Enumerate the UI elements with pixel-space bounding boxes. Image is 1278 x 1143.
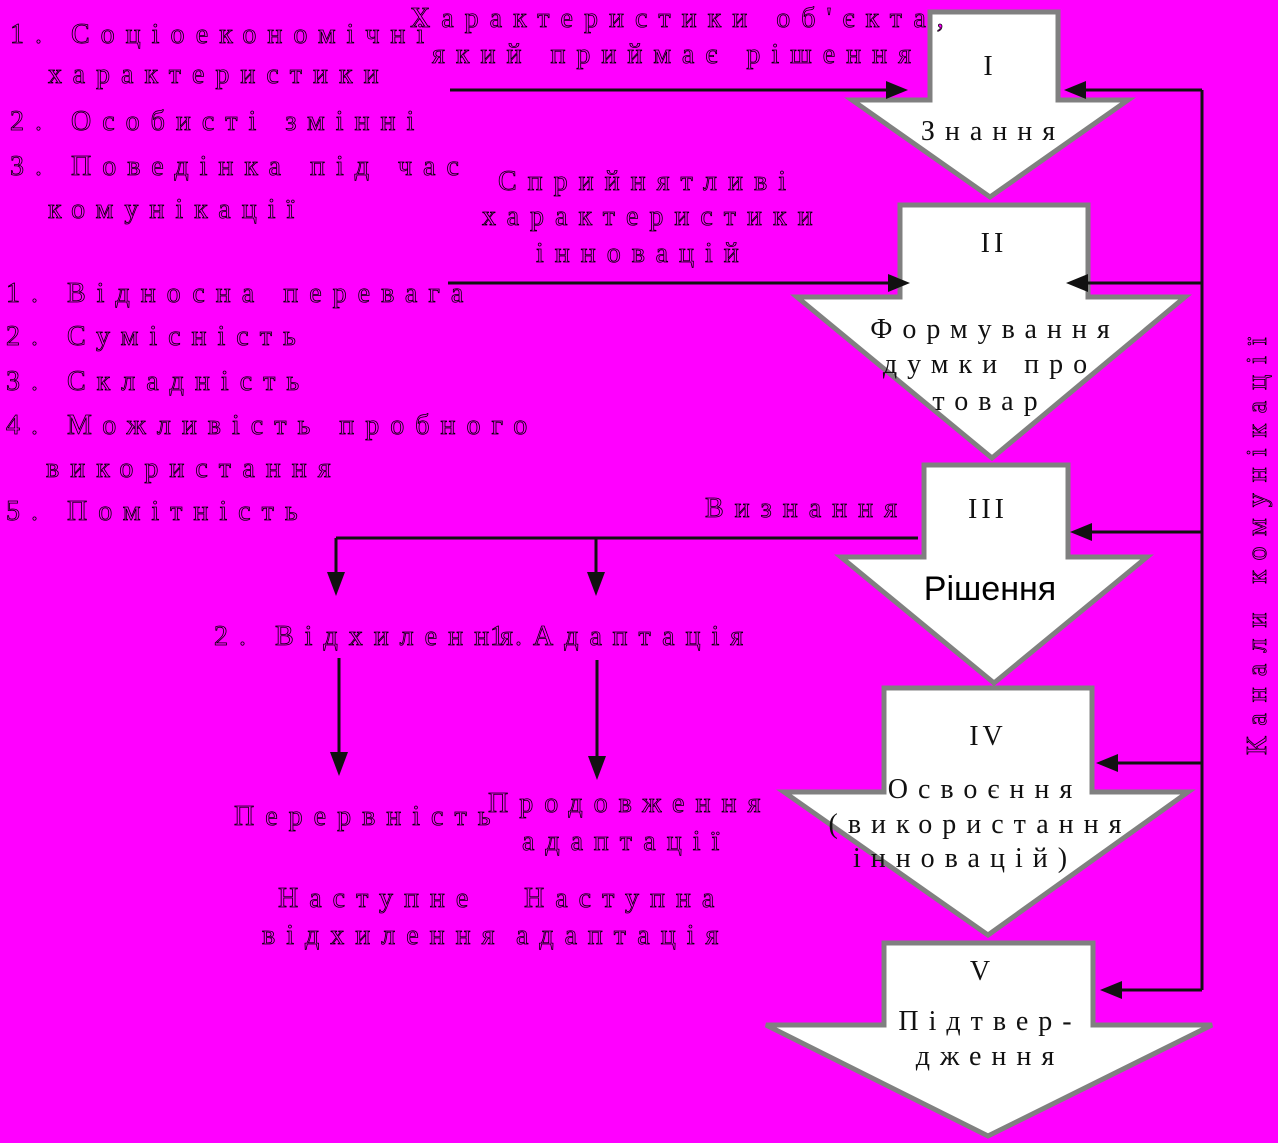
later-rejection-line-2: відхилення (262, 920, 505, 951)
list-item: 5. Помітність (6, 496, 309, 527)
stage-4-line-2: (використання (829, 809, 1132, 840)
perceived-label-line-1: Сприйнятливі (498, 166, 797, 197)
list-item: 2. Сумісність (6, 321, 307, 352)
later-adoption-line-1: Наступна (524, 883, 725, 914)
stage-2-line-2: думки про (883, 349, 1097, 380)
stage-3-number: III (968, 494, 1008, 525)
object-input-arrow (450, 81, 908, 99)
perceived-label-line-3: інновацій (536, 238, 750, 269)
list-item: 3. Поведінка під час (10, 151, 470, 182)
stage-4-line-1: Освоєння (888, 774, 1083, 805)
stage-5-arrow: V Підтвер- дження (764, 940, 1214, 1139)
later-rejection-line-1: Наступне (278, 883, 479, 914)
stage-5-line-2: дження (916, 1041, 1065, 1072)
list-item: комунікації (48, 194, 305, 225)
adoption-label: 1.Адаптація (490, 621, 754, 652)
stage-5-number: V (970, 956, 994, 987)
list-item: 1. Соціоекономічні (10, 19, 435, 50)
stage-2-line-1: Формування (870, 314, 1120, 345)
stage-3-label: Рішення (924, 570, 1056, 608)
later-adoption-line-2: адаптація (516, 920, 729, 951)
decision-branch-lines (327, 536, 918, 780)
stage-2-line-3: товар (932, 386, 1047, 417)
object-characteristics-list: 1. Соціоекономічні характеристики 2. Осо… (10, 19, 470, 226)
discontinuance-label: Перервність (234, 801, 502, 832)
object-label-line-1: Характеристики об'єкта, (410, 3, 955, 34)
list-item: 1. Відносна перевага (6, 278, 474, 309)
continued-adoption-line-2: адаптації (522, 826, 730, 857)
list-item: 4. Можливість пробного (6, 410, 538, 441)
channels-label: Канали комунікації (1242, 326, 1273, 755)
stage-5-line-1: Підтвер- (898, 1006, 1081, 1037)
list-item: 2. Особисті змінні (10, 106, 425, 137)
stage-1-number: I (983, 51, 996, 82)
perceived-label-line-2: характеристики (482, 201, 824, 232)
list-item: характеристики (48, 59, 390, 90)
recognition-label: Визнання (705, 493, 908, 524)
channels-feedback-lines (1064, 81, 1204, 999)
stage-1-arrow: I Знання (844, 9, 1136, 201)
perceived-input-arrow (448, 274, 910, 292)
stage-2-number: II (981, 228, 1008, 259)
continued-adoption-line-1: Продовження (488, 788, 771, 819)
list-item: використання (46, 453, 342, 484)
stage-4-number: IV (969, 721, 1007, 752)
innovation-characteristics-list: 1. Відносна перевага 2. Сумісність 3. Ск… (6, 278, 538, 528)
stage-1-label: Знання (921, 116, 1065, 147)
stage-4-arrow: IV Освоєння (використання інновацій) (776, 685, 1196, 939)
rejection-label: 2. Відхилення (214, 621, 524, 652)
list-item: 3. Складність (6, 366, 310, 397)
stage-4-line-3: інновацій) (853, 843, 1077, 874)
object-label-line-2: який приймає рішення (432, 39, 922, 70)
stage-3-arrow: III Рішення (834, 462, 1154, 687)
stage-2-arrow: II Формування думки про товар (790, 202, 1192, 462)
